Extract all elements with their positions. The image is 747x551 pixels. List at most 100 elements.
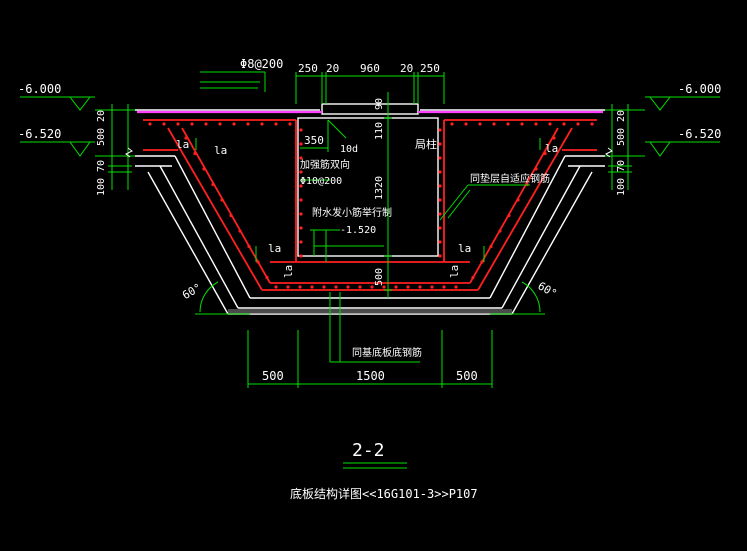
left-dim-100: 100 <box>96 178 107 196</box>
top-dim-20-right: 20 <box>400 62 413 75</box>
rebar-dot <box>299 128 303 132</box>
rebar-dot <box>229 213 233 218</box>
rebar-dot <box>548 122 552 126</box>
elev-right-top: -6.000 <box>678 82 721 96</box>
la-label-right-inner: la <box>458 242 471 255</box>
add-bar-label: 加强筋双向 <box>300 158 350 171</box>
rebar-dot <box>438 240 442 244</box>
rebar-dot <box>438 226 442 230</box>
rebar-dot <box>204 122 208 126</box>
rebar-dot <box>299 212 303 216</box>
callout-bottom: 同基底板底钢筋 <box>352 346 422 359</box>
rebar-dot <box>590 122 594 126</box>
section-title: 2-2 <box>352 440 385 461</box>
rebar-dot <box>438 156 442 160</box>
rebar-dot <box>274 122 278 126</box>
rebar-dot <box>394 285 398 289</box>
top-dim-250-left: 250 <box>298 62 318 75</box>
rebar-dot <box>299 184 303 188</box>
rebar-dot <box>184 136 188 140</box>
rebar-dot <box>492 122 496 126</box>
rebar-dot <box>516 198 520 202</box>
rebar-dot <box>232 122 236 126</box>
rebar-dot <box>238 229 242 233</box>
rebar-dot <box>438 128 442 132</box>
rebar-dot <box>299 142 303 146</box>
break-marks <box>125 147 613 158</box>
rebar-dot <box>286 285 290 289</box>
rebar-dot <box>274 285 278 289</box>
dimension-lines <box>20 71 720 469</box>
rebar-dot <box>256 260 260 264</box>
rebar-dot <box>298 285 302 289</box>
rebar-dot <box>218 122 222 126</box>
rebar-dot <box>438 142 442 146</box>
left-dim-20: 20 <box>96 110 107 122</box>
la-label-left-low: la <box>282 265 295 278</box>
dim-10d: 10d <box>340 144 358 155</box>
elev-right-bottom: -6.520 <box>678 127 721 141</box>
rebar-dot <box>489 244 493 249</box>
rebar-dot <box>260 122 264 126</box>
rebar-dot <box>442 285 446 289</box>
rebar-dot <box>438 254 442 258</box>
rebar-dot <box>370 285 374 289</box>
rebar-dot <box>534 167 538 171</box>
left-dim-500: 500 <box>96 128 107 146</box>
rebar-dot <box>299 226 303 230</box>
rebar-lines <box>143 119 597 291</box>
rebar-dot <box>438 170 442 174</box>
rebar-dot <box>148 122 152 126</box>
bottom-dim-right: 500 <box>456 369 478 383</box>
la-label-right-top: la <box>545 142 558 155</box>
rebar-dot <box>299 254 303 258</box>
rebar-dot <box>247 244 251 249</box>
riser-label: 局柱 <box>415 137 437 151</box>
rebar-dot <box>193 151 197 156</box>
rebar-dot <box>438 184 442 188</box>
rebar-dot <box>211 182 215 187</box>
rebar-dot <box>202 167 206 171</box>
rebar-dot <box>299 198 303 202</box>
rebar-dot <box>552 136 556 140</box>
rebar-dot <box>346 285 350 289</box>
top-dim-20-left: 20 <box>326 62 339 75</box>
bottom-dim-left: 500 <box>262 369 284 383</box>
rebar-dot <box>438 212 442 216</box>
rebar-dots <box>148 122 594 289</box>
rebar-dot <box>454 285 458 289</box>
dim-500-center: 500 <box>374 268 385 286</box>
rebar-dot <box>478 122 482 126</box>
rebar-dot <box>576 122 580 126</box>
right-dim-100: 100 <box>616 178 627 196</box>
right-dim-70: 70 <box>616 160 627 172</box>
cushion-hatch <box>228 309 512 314</box>
rebar-dot <box>322 285 326 289</box>
rebar-dot <box>334 285 338 289</box>
rebar-dot <box>480 260 484 264</box>
rebar-dot <box>450 122 454 126</box>
rebar-dot <box>464 122 468 126</box>
elev-left-top: -6.000 <box>18 82 61 96</box>
rebar-dot <box>498 229 502 233</box>
rebar-dot <box>520 122 524 126</box>
rebar-dot <box>430 285 434 289</box>
rebar-dot <box>382 285 386 289</box>
add-bar-spec: Φ10@200 <box>300 176 342 187</box>
pit-level: -1.520 <box>340 225 376 236</box>
rebar-dot <box>543 151 547 156</box>
rebar-dot <box>288 122 292 126</box>
rebar-dot <box>265 275 269 280</box>
rebar-dot <box>506 122 510 126</box>
dim-110: 110 <box>374 122 385 140</box>
right-dim-20: 20 <box>616 110 627 122</box>
rebar-dot <box>299 240 303 244</box>
rebar-dot <box>162 122 166 126</box>
bottom-dim-mid: 1500 <box>356 369 385 383</box>
top-rebar-spec: Φ8@200 <box>240 57 283 71</box>
la-label-right-low: la <box>448 265 461 278</box>
left-dim-70: 70 <box>96 160 107 172</box>
dim-90: 90 <box>374 98 385 110</box>
rebar-dot <box>220 198 224 202</box>
